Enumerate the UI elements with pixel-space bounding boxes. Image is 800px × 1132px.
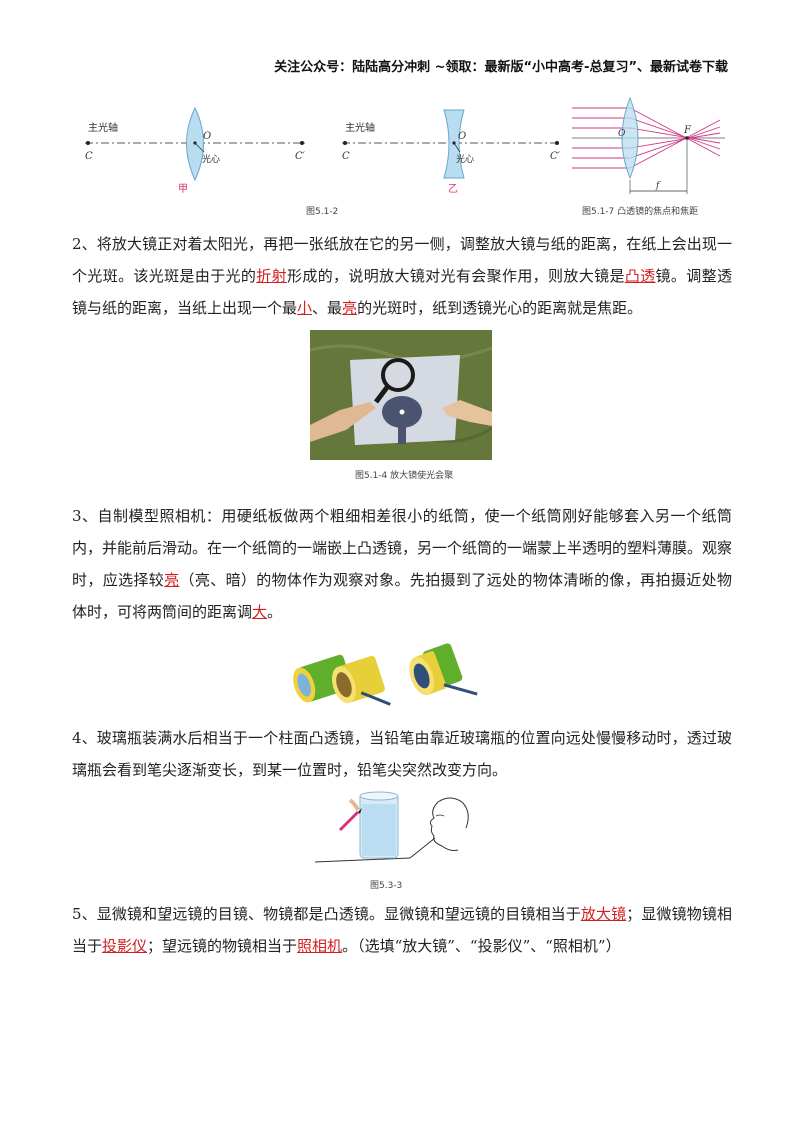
focal-point-diagram: O F f 图5.1-7 凸透镜的焦点和焦距 xyxy=(572,96,725,217)
caption-5-1-4: 图5.1-4 放大镜使光会聚 xyxy=(355,471,454,481)
svg-text:C′: C′ xyxy=(550,151,561,162)
caption-5-1-2: 图5.1-2 xyxy=(306,206,338,217)
model-camera-image xyxy=(293,643,478,706)
answer-small: 小 xyxy=(297,299,313,317)
svg-text:主光轴: 主光轴 xyxy=(345,121,375,134)
svg-text:O: O xyxy=(458,131,466,142)
svg-text:光心: 光心 xyxy=(202,153,220,165)
glass-bottle-image xyxy=(314,791,469,863)
answer-bright: 亮 xyxy=(342,299,358,317)
convex-lens-diagram: 主光轴 C C′ O 光心 甲 xyxy=(85,106,306,195)
answer-magnifier: 放大镜 xyxy=(580,905,627,923)
paragraph-4: 4、玻璃瓶装满水后相当于一个柱面凸透镜，当铅笔由靠近玻璃瓶的位置向远处慢慢移动时… xyxy=(72,729,732,779)
caption-5-1-7: 图5.1-7 凸透镜的焦点和焦距 xyxy=(582,205,698,217)
concave-lens-diagram: 主光轴 C C′ O 光心 乙 xyxy=(342,109,561,195)
answer-projector: 投影仪 xyxy=(102,937,148,955)
answer-refraction: 折射 xyxy=(256,267,287,285)
axis-label: 主光轴 xyxy=(88,121,118,134)
answer-convex: 凸透 xyxy=(624,267,656,285)
svg-text:O: O xyxy=(618,129,626,139)
svg-text:光心: 光心 xyxy=(456,153,474,165)
page-header: 关注公众号：陆陆高分冲刺 ~领取：最新版“小中高考-总复习”、最新试卷下载 xyxy=(274,60,728,75)
svg-text:C: C xyxy=(342,151,350,162)
svg-text:C′: C′ xyxy=(295,151,306,162)
magnifier-photo xyxy=(310,330,492,460)
label-yi: 乙 xyxy=(448,183,458,195)
lens-figures: 主光轴 C C′ O 光心 甲 主光轴 C C′ O 光心 乙 图5.1-2 xyxy=(85,96,725,217)
svg-text:f: f xyxy=(655,181,661,191)
paragraph-5: 5、显微镜和望远镜的目镜、物镜都是凸透镜。显微镜和望远镜的目镜相当于放大镜；显微… xyxy=(72,905,732,955)
answer-bright-2: 亮 xyxy=(164,571,180,589)
svg-text:C: C xyxy=(85,151,93,162)
paragraph-2: 2、将放大镜正对着太阳光，再把一张纸放在它的另一侧，调整放大镜与纸的距离，在纸上… xyxy=(72,235,732,317)
answer-camera: 照相机 xyxy=(297,937,343,955)
caption-5-3-3: 图5.3-3 xyxy=(370,881,403,891)
paragraph-3: 3、自制模型照相机：用硬纸板做两个粗细相差很小的纸筒，使一个纸筒刚好能够套入另一… xyxy=(72,507,733,621)
answer-larger: 大 xyxy=(252,603,268,621)
svg-text:F: F xyxy=(683,125,692,136)
svg-text:O: O xyxy=(203,131,211,142)
label-jia: 甲 xyxy=(178,184,188,195)
